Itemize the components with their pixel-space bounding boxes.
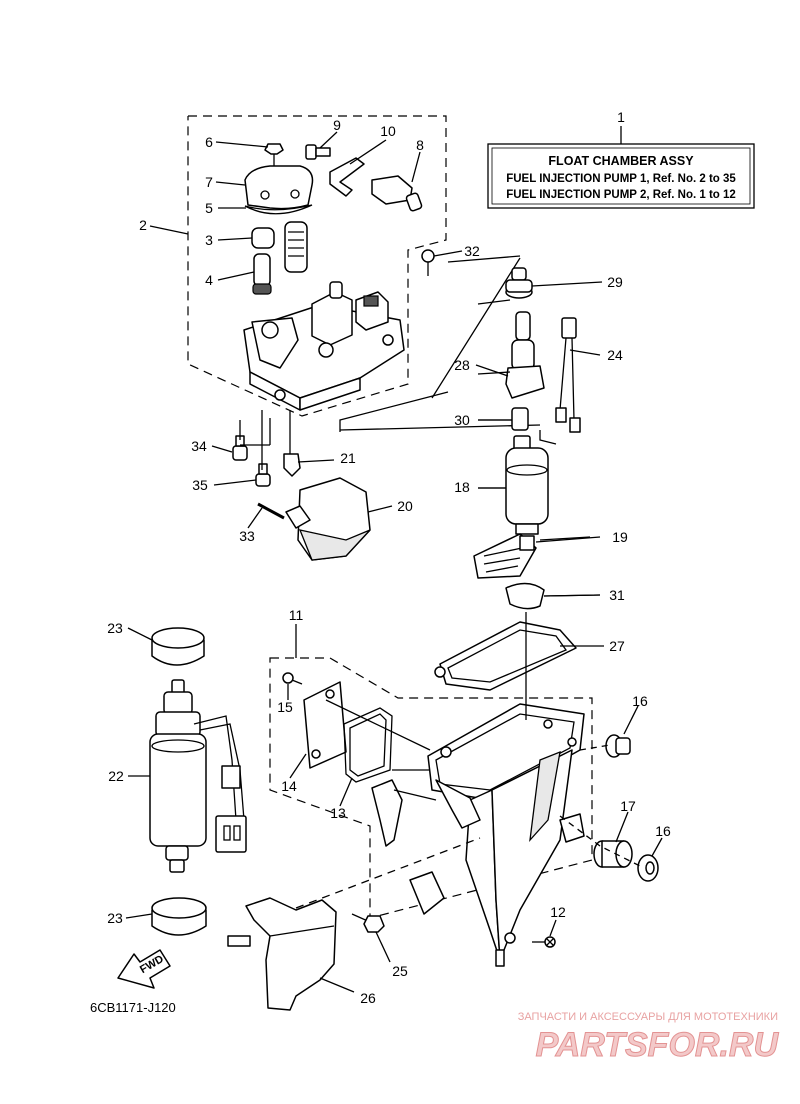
legend-line-2: FUEL INJECTION PUMP 2, Ref. No. 1 to 12	[506, 189, 736, 201]
callout-16-top: 16	[632, 693, 648, 709]
pump-1-body-icon	[243, 281, 405, 411]
ring-23-bottom-icon	[151, 897, 207, 936]
fwd-arrow-icon: FWD	[117, 949, 171, 989]
callout-25: 25	[392, 963, 408, 979]
holder-28-icon	[505, 311, 545, 399]
diagram-code: 6CB1171-J120	[90, 1000, 176, 1015]
watermark-brand: PARTSFOR.RU	[536, 1026, 780, 1064]
callout-8: 8	[416, 137, 424, 153]
sensor-21-icon	[283, 453, 301, 477]
pipe-4-icon	[252, 253, 272, 295]
callout-7: 7	[205, 174, 213, 190]
callout-20: 20	[397, 498, 413, 514]
callout-leaders	[125, 126, 663, 993]
callout-5: 5	[205, 200, 213, 216]
callout-34: 34	[191, 438, 207, 454]
gasket-27-icon	[439, 621, 577, 691]
pump-2-inner-outline	[339, 257, 541, 431]
grommet-16-bottom-icon	[637, 854, 659, 882]
float-chamber-icon	[371, 703, 585, 967]
callout-32: 32	[464, 243, 480, 259]
cover-20-icon	[285, 477, 371, 561]
gasket-5-icon	[244, 204, 313, 215]
screw-15-icon	[282, 672, 303, 685]
callout-29: 29	[607, 274, 623, 290]
legend-line-1: FUEL INJECTION PUMP 1, Ref. No. 2 to 35	[506, 173, 736, 185]
callout-21: 21	[340, 450, 356, 466]
strainer-19-icon	[473, 533, 537, 579]
pump-2-group-outline	[269, 657, 593, 919]
callout-33: 33	[239, 528, 255, 544]
cover-7-icon	[244, 165, 314, 210]
callout-11: 11	[289, 607, 304, 623]
callout-10: 10	[380, 123, 396, 139]
callout-13: 13	[330, 805, 346, 821]
filter-3-icon	[251, 221, 308, 273]
callout-12: 12	[550, 904, 566, 920]
clip-31-icon	[505, 582, 545, 610]
bolt-32-icon	[421, 249, 435, 276]
watermark: ЗАПЧАСТИ И АКСЕССУАРЫ ДЛЯ МОТОТЕХНИКИ PA…	[518, 1011, 780, 1065]
ring-23-top-icon	[151, 627, 205, 666]
pump-22-icon	[149, 679, 247, 873]
screw-9-icon	[305, 144, 331, 160]
callout-3: 3	[205, 232, 213, 248]
pump-2-stack	[473, 267, 601, 610]
grommet-29-icon	[505, 267, 533, 299]
callout-26: 26	[360, 990, 376, 1006]
callout-35: 35	[192, 477, 208, 493]
callout-23-top: 23	[107, 620, 123, 636]
watermark-tagline: ЗАПЧАСТИ И АКСЕССУАРЫ ДЛЯ МОТОТЕХНИКИ	[518, 1011, 778, 1023]
callout-18: 18	[454, 479, 470, 495]
callout-30: 30	[454, 412, 470, 428]
harness-24-icon	[555, 317, 581, 433]
upper-leaders	[239, 255, 521, 470]
callout-1: 1	[617, 109, 625, 125]
callout-22: 22	[108, 768, 124, 784]
damper-17-icon	[593, 840, 633, 868]
plate-14-icon	[303, 681, 347, 769]
legend-title: FLOAT CHAMBER ASSY	[548, 154, 694, 168]
legend-box: FLOAT CHAMBER ASSY FUEL INJECTION PUMP 1…	[487, 143, 755, 209]
screw-12-icon	[532, 936, 556, 948]
callout-2: 2	[139, 217, 147, 233]
grommet-16-top-icon	[605, 734, 631, 758]
callout-23-bottom: 23	[107, 910, 123, 926]
callout-31: 31	[609, 587, 625, 603]
callout-6: 6	[205, 134, 213, 150]
spacer-30-icon	[511, 407, 529, 431]
sensor-8-icon	[371, 175, 423, 212]
pin-33-icon	[257, 502, 285, 520]
gasket-13-icon	[343, 707, 393, 783]
callout-4: 4	[205, 272, 213, 288]
callout-19: 19	[612, 529, 628, 545]
bolt-25-icon	[351, 913, 385, 933]
callout-14: 14	[281, 778, 297, 794]
pump-18-icon	[505, 435, 549, 535]
upper-assembly	[232, 143, 435, 561]
pump-1-group-outline	[187, 115, 447, 417]
callout-24: 24	[607, 347, 623, 363]
callout-28: 28	[454, 357, 470, 373]
bracket-10-icon	[329, 157, 365, 197]
bolt-35-icon	[255, 463, 271, 487]
callout-numbers: 1 2 3 4 5 6 7 8 9 10 11 12 13 14 15 16 1…	[107, 109, 671, 1006]
callout-17: 17	[620, 798, 636, 814]
callout-9: 9	[333, 117, 341, 133]
callout-15: 15	[277, 699, 293, 715]
bracket-26-icon	[227, 897, 337, 1011]
callout-27: 27	[609, 638, 625, 654]
callout-16-bottom: 16	[655, 823, 671, 839]
